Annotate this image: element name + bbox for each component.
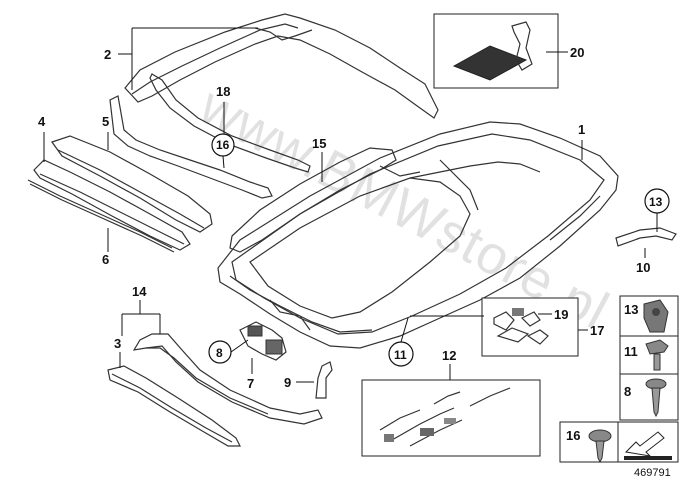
part-6-strip xyxy=(27,179,175,253)
callout-9: 9 xyxy=(284,375,291,390)
callout-14: 14 xyxy=(132,284,147,299)
part-17-bracket-kit xyxy=(481,297,579,357)
callout-3: 3 xyxy=(114,336,121,351)
callout-7: 7 xyxy=(247,376,254,391)
part-14-seal-strip xyxy=(132,333,323,425)
callout-13: 13 xyxy=(649,195,663,209)
part-17-box xyxy=(481,297,579,357)
callout-5: 5 xyxy=(102,114,109,129)
part-1-sunroof-frame xyxy=(217,121,619,349)
callout-12: 12 xyxy=(442,348,456,363)
clip-icon xyxy=(643,299,669,333)
callout-6: 6 xyxy=(102,252,109,267)
hex-bolt-icon xyxy=(645,339,669,371)
reference-number: 469791 xyxy=(634,467,671,479)
part-20-kit xyxy=(433,13,559,89)
part-9-clip xyxy=(315,361,333,399)
part-15-frame-seal xyxy=(229,147,397,253)
part-2-frame-rail xyxy=(109,13,439,199)
torx-screw-icon xyxy=(645,378,667,418)
callout-11: 11 xyxy=(394,348,407,362)
direction-arrow-icon xyxy=(624,431,672,460)
legend: 13 11 8 16 xyxy=(559,295,679,464)
part-18-seal xyxy=(149,73,311,173)
part-10-drain-hose xyxy=(615,227,677,247)
callout-8: 8 xyxy=(216,346,223,360)
part-7-drive-motor xyxy=(239,321,287,361)
callout-19: 19 xyxy=(554,307,568,322)
callout-18: 18 xyxy=(216,84,230,99)
legend-num-11: 11 xyxy=(624,344,638,359)
callouts: 1 2 18 16 4 5 6 15 13 10 14 xyxy=(38,27,670,391)
legend-num-13: 13 xyxy=(624,302,638,317)
callout-1: 1 xyxy=(578,122,585,137)
flat-head-screw-icon xyxy=(588,429,612,464)
part-12-repair-kit xyxy=(361,379,541,457)
callout-16: 16 xyxy=(216,138,230,152)
callout-17: 17 xyxy=(590,323,604,338)
callout-4: 4 xyxy=(38,114,46,129)
part-4-deflector-arm xyxy=(33,159,191,251)
part-3-trim-cover xyxy=(107,365,241,447)
legend-num-8: 8 xyxy=(624,384,631,399)
callout-2: 2 xyxy=(104,47,111,62)
callout-20: 20 xyxy=(570,45,584,60)
part-5-deflector xyxy=(51,135,213,233)
legend-num-16: 16 xyxy=(566,428,580,443)
callout-15: 15 xyxy=(312,136,326,151)
callout-10: 10 xyxy=(636,260,650,275)
